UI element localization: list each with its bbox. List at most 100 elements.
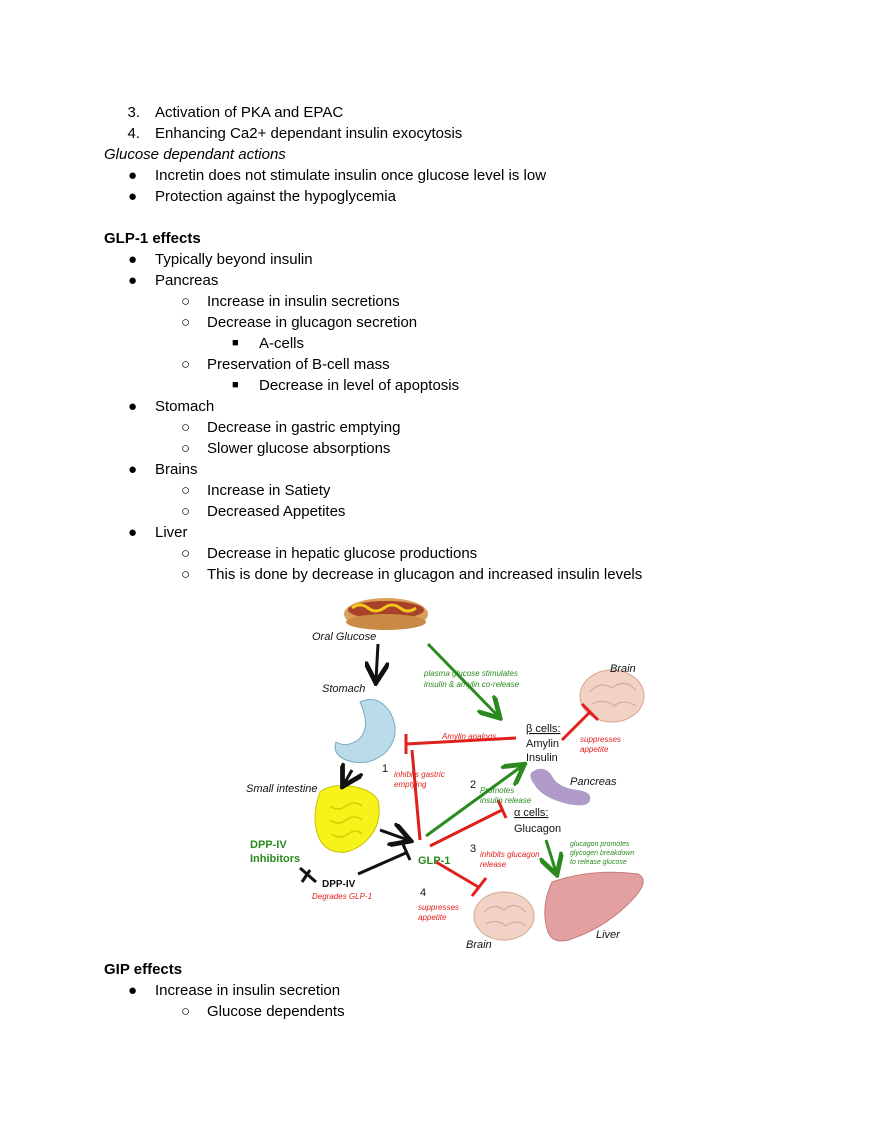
circle-marker: ○ — [181, 440, 191, 457]
bullet-marker: ● — [128, 982, 138, 999]
circle-marker: ○ — [181, 482, 191, 499]
list-item: Activation of PKA and EPAC — [155, 104, 344, 121]
amylin-label: Amylin — [526, 738, 559, 750]
promotes-label: Promotes — [480, 786, 514, 795]
glp1-label: GLP-1 — [418, 855, 450, 867]
list-item: Stomach — [155, 398, 215, 415]
arrow — [376, 643, 378, 680]
arrow — [546, 839, 556, 872]
pancreas-label: Pancreas — [570, 776, 617, 788]
stomach-label: Stomach — [322, 683, 365, 695]
list-item: This is done by decrease in glucagon and… — [207, 566, 643, 583]
list-item: Decrease in level of apoptosis — [259, 377, 460, 394]
glucagon-note: glucagon promotes — [570, 841, 630, 848]
circle-marker: ○ — [181, 293, 191, 310]
step-number: 4 — [420, 887, 426, 899]
section-heading: GLP-1 effects — [104, 230, 201, 247]
inhibit-arrow — [405, 736, 517, 746]
brain-icon — [579, 669, 645, 723]
circle-marker: ○ — [181, 503, 191, 520]
suppresses-label: suppresses — [418, 903, 459, 912]
list-item: Slower glucose absorptions — [207, 440, 391, 457]
square-marker: ■ — [232, 379, 239, 391]
bullet-marker: ● — [128, 251, 138, 268]
bullet-marker: ● — [128, 398, 138, 415]
list-item: Preservation of B-cell mass — [207, 356, 390, 373]
liver-label: Liver — [596, 929, 621, 941]
inhibit-arrow — [410, 749, 422, 841]
circle-marker: ○ — [181, 566, 191, 583]
circle-marker: ○ — [181, 1003, 191, 1020]
inhibits-glucagon-label: inhibits glucagon — [480, 850, 540, 859]
glucagon-note: to release glucose — [570, 859, 627, 866]
bullet-marker: ● — [128, 272, 138, 289]
list-item: Glucose dependents — [207, 1003, 345, 1020]
list-item: Decrease in glucagon secretion — [207, 314, 418, 331]
degrades-label: Degrades GLP-1 — [312, 892, 372, 901]
plasma-note: plasma glucose stimulates — [423, 669, 518, 678]
dpp4-inhibitors-label: DPP-IV — [250, 839, 287, 851]
list-item: A-cells — [259, 335, 305, 352]
list-number: 3. — [127, 104, 140, 121]
dpp4-inhibitors-label: Inhibitors — [250, 853, 300, 865]
circle-marker: ○ — [181, 419, 191, 436]
list-item: Incretin does not stimulate insulin once… — [155, 167, 547, 184]
arrow — [344, 770, 352, 784]
circle-marker: ○ — [181, 356, 191, 373]
glp1-mechanism-diagram: Oral Glucose Stomach Small intestine pla… — [240, 584, 650, 958]
inhibit-arrow — [560, 710, 592, 742]
arrow — [357, 850, 409, 876]
insulin-label: Insulin — [526, 752, 558, 764]
plasma-note: insulin & amylin co-release — [424, 680, 520, 689]
list-item: Increase in Satiety — [207, 482, 331, 499]
glucagon-label: Glucagon — [514, 823, 561, 835]
amylin-analogs-label: Amylin analogs — [441, 732, 496, 741]
bullet-marker: ● — [128, 188, 138, 205]
list-item: Pancreas — [155, 272, 219, 289]
list-number: 4. — [127, 125, 140, 142]
glucagon-note: glycogen breakdown — [570, 850, 634, 857]
step-number: 3 — [470, 843, 476, 855]
stomach-icon — [334, 699, 396, 764]
step-number: 2 — [470, 779, 476, 791]
beta-cells-label: β cells: — [526, 723, 560, 735]
bullet-marker: ● — [128, 167, 138, 184]
section-heading: GIP effects — [104, 961, 183, 978]
section-subheading: Glucose dependant actions — [104, 146, 286, 163]
arrow — [379, 830, 408, 840]
inhibits-glucagon-label: release — [480, 860, 507, 869]
oral-glucose-label: Oral Glucose — [312, 631, 376, 643]
inhibit-arrow — [435, 860, 481, 890]
list-item: Typically beyond insulin — [155, 251, 313, 268]
inhibits-gastric-label: inhibits gastric — [394, 770, 445, 779]
brain-label: Brain — [610, 663, 636, 675]
hot-dog-icon — [344, 598, 428, 630]
list-item: Decreased Appetites — [207, 503, 346, 520]
liver-icon — [544, 871, 644, 942]
inhibit-bar — [400, 841, 412, 861]
inhibit-arrow — [429, 808, 503, 848]
bullet-marker: ● — [128, 524, 138, 541]
small-intestine-label: Small intestine — [246, 783, 318, 795]
brain-icon — [473, 891, 535, 941]
circle-marker: ○ — [181, 545, 191, 562]
alpha-cells-label: α cells: — [514, 807, 548, 819]
list-item: Protection against the hypoglycemia — [155, 188, 396, 205]
suppresses-label: suppresses — [580, 735, 621, 744]
square-marker: ■ — [232, 337, 239, 349]
appetite-label: appetite — [580, 745, 609, 754]
list-item: Enhancing Ca2+ dependant insulin exocyto… — [155, 125, 463, 142]
circle-marker: ○ — [181, 314, 191, 331]
list-item: Decrease in hepatic glucose productions — [207, 545, 478, 562]
step-number: 1 — [382, 763, 388, 775]
arrow — [426, 642, 498, 716]
arrow — [425, 766, 522, 838]
brain-label: Brain — [466, 939, 492, 951]
list-item: Increase in insulin secretions — [207, 293, 400, 310]
list-item: Liver — [155, 524, 188, 541]
dpp4-label: DPP-IV — [322, 879, 356, 890]
inhibits-gastric-label: emptying — [394, 780, 427, 789]
appetite-label: appetite — [418, 913, 447, 922]
list-item: Decrease in gastric emptying — [207, 419, 401, 436]
inhibit-bar — [300, 869, 312, 883]
